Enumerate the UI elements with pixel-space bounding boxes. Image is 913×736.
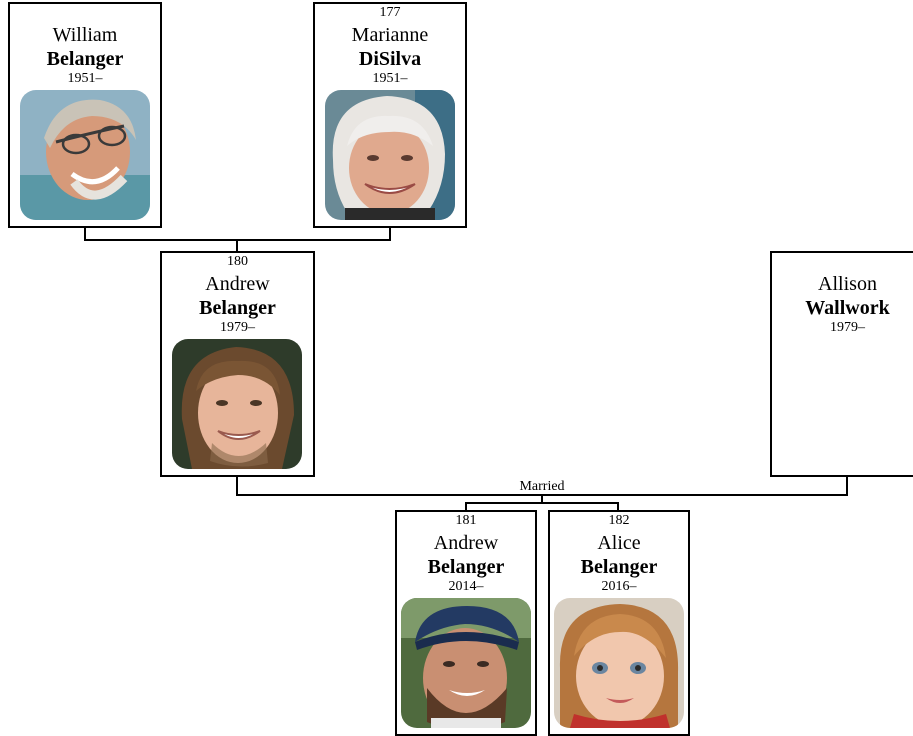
life-years: 1951– — [372, 71, 408, 86]
first-name: Allison — [818, 273, 877, 295]
person-number: 182 — [608, 513, 630, 528]
last-name: Belanger — [46, 48, 124, 70]
first-name: Andrew — [433, 532, 499, 554]
person-photo — [401, 598, 531, 728]
person-card-allison-wallwork[interactable]: Allison Wallwork 1979– — [770, 251, 913, 477]
person-number: 181 — [455, 513, 477, 528]
person-photo — [554, 598, 684, 728]
person-number — [10, 6, 160, 22]
person-number: 180 — [227, 254, 248, 269]
connector-line — [465, 502, 619, 504]
last-name: Wallwork — [805, 297, 890, 319]
connector-line — [617, 502, 619, 512]
life-years: 1951– — [67, 71, 103, 86]
life-years: 2016– — [601, 579, 637, 594]
last-name: Belanger — [427, 556, 505, 578]
married-label: Married — [519, 479, 565, 494]
person-card-alice-belanger-182[interactable]: 182 Alice Belanger 2016– — [548, 510, 690, 736]
person-card-andrew-belanger-180[interactable]: 180 Andrew Belanger 1979– — [160, 251, 315, 477]
person-number: 177 — [379, 5, 401, 20]
person-card-andrew-belanger-181[interactable]: 181 Andrew Belanger 2014– — [395, 510, 537, 736]
life-years: 2014– — [448, 579, 484, 594]
person-photo — [172, 339, 302, 469]
first-name: Andrew — [205, 273, 270, 295]
last-name: DiSilva — [358, 48, 422, 70]
connector-line — [84, 226, 86, 241]
person-number — [772, 255, 913, 271]
first-name: Alice — [597, 532, 641, 554]
connector-line — [389, 226, 391, 241]
person-photo — [325, 90, 455, 220]
person-card-william-belanger[interactable]: William Belanger 1951– — [8, 2, 162, 228]
last-name: Belanger — [580, 556, 658, 578]
connector-line — [846, 475, 848, 496]
first-name: William — [52, 24, 118, 46]
life-years: 1979– — [220, 320, 255, 335]
connector-line — [465, 502, 467, 512]
connector-line — [236, 475, 238, 496]
connector-line — [541, 494, 543, 504]
person-photo — [20, 90, 150, 220]
last-name: Belanger — [199, 297, 276, 319]
person-card-marianne-disilva[interactable]: 177 Marianne DiSilva 1951– — [313, 2, 467, 228]
life-years: 1979– — [830, 320, 865, 335]
first-name: Marianne — [351, 24, 429, 46]
connector-line — [236, 239, 238, 252]
